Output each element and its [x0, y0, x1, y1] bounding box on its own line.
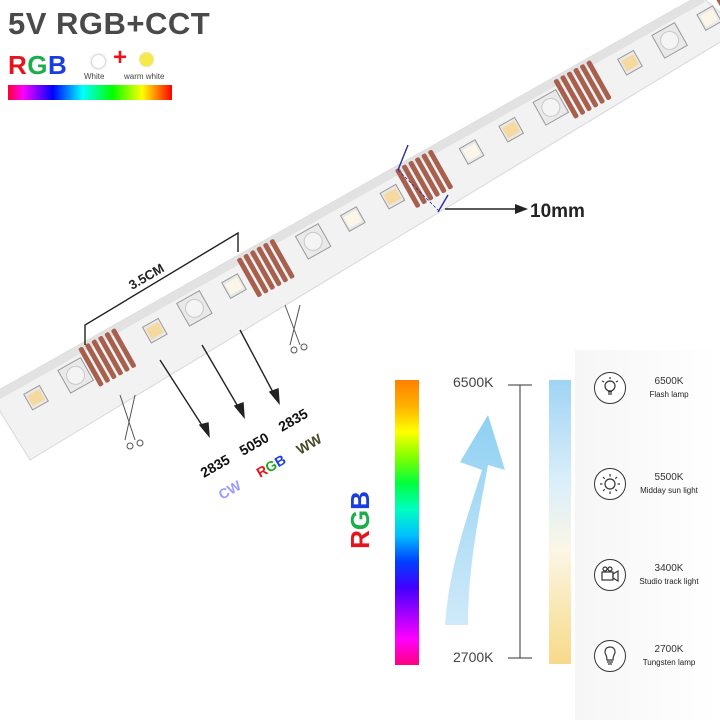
ww-led-chip — [498, 116, 525, 143]
plus-sign: + — [113, 44, 128, 71]
copper-pad — [85, 343, 110, 383]
copper-pad — [250, 250, 275, 290]
chip-type-rgb: RGB — [254, 451, 289, 480]
copper-pad — [415, 157, 440, 197]
temp-name: Studio track light — [639, 577, 699, 586]
pad-group — [78, 328, 136, 387]
copper-pad — [243, 254, 269, 294]
cct-gradient-bar — [549, 380, 571, 664]
temp-k: 3400K — [654, 563, 684, 574]
temp-k: 6500K — [654, 376, 684, 387]
cut-width-indicator — [397, 144, 528, 214]
warm-white-dot-icon — [140, 53, 153, 66]
temp-k: 5500K — [654, 472, 684, 483]
temp-k: 2700K — [654, 644, 684, 655]
copper-pad — [269, 239, 295, 279]
rgb-gradient-bar — [395, 380, 419, 665]
ww-led-chip — [617, 49, 643, 76]
cut-width-label: 10mm — [530, 201, 585, 222]
rgb-led-chip — [651, 22, 688, 59]
copper-pad — [586, 60, 612, 100]
pad-group — [395, 149, 453, 208]
ww-led-chip — [141, 317, 168, 344]
cw-led-chip — [458, 139, 485, 166]
bulb-icon — [594, 640, 626, 672]
rgb-led-chip — [176, 289, 213, 327]
chip-size-rgb: 5050 — [237, 429, 272, 459]
copper-pads — [78, 0, 720, 387]
copper-pad — [567, 71, 592, 112]
cw-led-chip — [339, 206, 366, 233]
rgb-logo-r: R — [8, 50, 28, 80]
rgb-vertical-g: G — [345, 509, 375, 531]
rgb-led-chip — [294, 222, 332, 260]
width-dimension — [84, 231, 239, 345]
copper-pad — [580, 64, 605, 104]
rgb-vertical-label: RGB — [340, 485, 380, 555]
rgb-logo-b: B — [48, 50, 68, 80]
cw-led-chip — [696, 5, 720, 32]
cw-led-chip — [221, 273, 247, 299]
white-dot-icon — [92, 55, 105, 68]
warm-white-label: warm white — [124, 72, 165, 81]
rgb-logo: RGB — [8, 50, 67, 81]
lightbulb-icon — [594, 372, 626, 404]
cct-top-label: 6500K — [453, 374, 494, 390]
copper-pad — [395, 168, 421, 208]
rgb-vertical-r: R — [345, 530, 375, 549]
copper-pad — [237, 257, 262, 298]
temp-name: Tungsten lamp — [642, 658, 696, 667]
chip-size-cw: 2835 — [198, 451, 233, 481]
sun-icon — [594, 468, 626, 500]
chip-leader-lines — [159, 329, 280, 439]
page-title: 5V RGB+CCT — [8, 6, 211, 41]
white-label: White — [84, 72, 105, 81]
copper-pad — [263, 242, 288, 283]
copper-pad — [98, 335, 123, 376]
rgb-led-chip — [532, 89, 570, 126]
scissors-icon — [284, 304, 308, 354]
chip-type-cw: CW — [216, 477, 245, 503]
chip-type-ww: WW — [294, 430, 326, 457]
copper-pad — [553, 79, 579, 119]
cct-arrow — [445, 415, 505, 625]
copper-pad — [78, 347, 104, 387]
copper-pad — [560, 75, 586, 115]
rgb-vertical-b: B — [345, 491, 375, 510]
ww-led-chip — [23, 384, 49, 411]
led-chips — [23, 5, 720, 411]
temp-name: Flash lamp — [649, 390, 689, 399]
copper-pad — [256, 246, 282, 286]
scissors-icon — [119, 394, 144, 450]
temp-name: Midday sun light — [640, 486, 698, 495]
copper-pad — [402, 164, 427, 205]
pad-group — [553, 60, 612, 119]
copper-pad — [104, 332, 130, 372]
copper-pad — [91, 339, 117, 379]
color-spectrum-bar — [8, 85, 172, 100]
copper-pad — [573, 67, 599, 108]
cct-bottom-label: 2700K — [453, 649, 494, 665]
camera-icon — [594, 559, 626, 591]
rgb-led-chip — [57, 356, 94, 394]
rgb-logo-g: G — [27, 50, 49, 80]
copper-pad — [408, 161, 434, 201]
copper-pad — [111, 328, 136, 368]
pad-group — [237, 239, 295, 298]
copper-pad — [421, 153, 447, 193]
chip-size-ww: 2835 — [276, 405, 311, 435]
copper-pad — [428, 149, 453, 190]
ww-led-chip — [379, 183, 406, 210]
